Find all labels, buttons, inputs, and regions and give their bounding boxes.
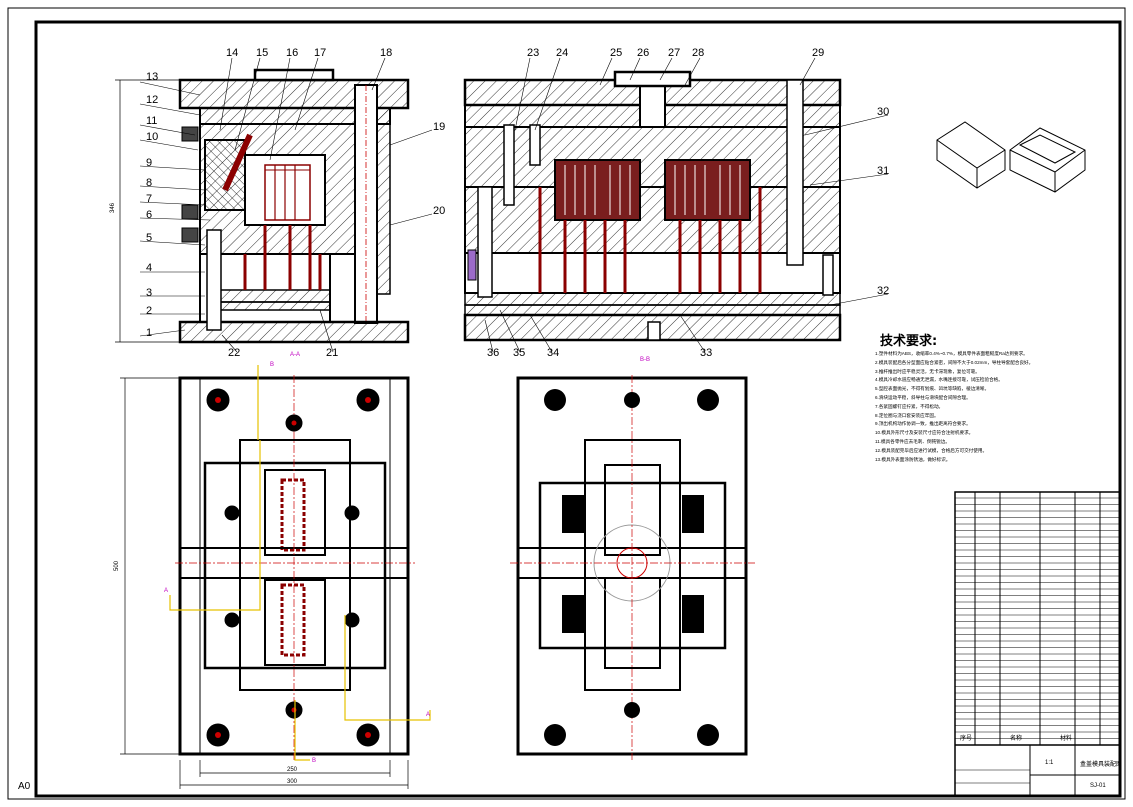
inner-border <box>34 20 1122 798</box>
dim-width-inner: 250 <box>287 767 298 773</box>
section-mark-b1: B <box>270 362 275 368</box>
callout-number: 11 <box>146 115 158 127</box>
callout-number: 20 <box>433 205 446 217</box>
callout-leaders <box>139 57 889 353</box>
dim-length: 500 <box>114 560 121 572</box>
tech-requirement-line: 2.模具装配后各分型面应贴合紧密，间隙不大于0.02mm，导柱导套配合良好。 <box>875 359 1034 365</box>
section-label-bb: B-B <box>640 357 651 363</box>
callout-number: 18 <box>380 47 393 59</box>
tech-requirement-line: 6.滑块运动平稳，斜导柱与滑块配合间隙合理。 <box>875 394 971 400</box>
tech-requirement-line: 11.模具各零件应去毛刺、倒钝锐边。 <box>875 438 950 444</box>
callout-number: 1 <box>146 327 153 339</box>
dim-height: 346 <box>110 202 117 214</box>
plan-view-left <box>175 375 415 760</box>
callout-number: 6 <box>146 209 153 221</box>
section-view-right <box>463 70 842 342</box>
callout-number: 27 <box>668 47 681 59</box>
dim-width-outer: 300 <box>287 779 298 785</box>
tech-requirement-line: 1.塑件材料为ABS，收缩率0.4%~0.7%，模具零件表面粗糙度Ra达到要求。 <box>875 351 1028 356</box>
callout-number: 22 <box>228 347 241 359</box>
callout-number: 5 <box>146 232 153 244</box>
section-mark-a1: A <box>164 588 169 594</box>
section-markers <box>169 365 431 761</box>
callout-number: 31 <box>877 165 890 177</box>
bom-header-material: 材料 <box>1060 736 1073 742</box>
callout-number: 24 <box>556 47 569 59</box>
callout-number: 19 <box>433 121 446 133</box>
tech-requirement-line: 7.各紧固螺钉应拧紧，不得松动。 <box>875 403 944 409</box>
section-view-left <box>178 68 410 344</box>
section-mark-a2: A <box>426 712 431 718</box>
callout-number: 23 <box>527 47 540 59</box>
callout-number: 12 <box>146 94 159 106</box>
callout-number: 10 <box>146 131 159 143</box>
callout-number: 17 <box>314 47 327 59</box>
callout-number: 16 <box>286 47 299 59</box>
callout-number: 13 <box>146 71 159 83</box>
callout-number: 35 <box>513 347 526 359</box>
tech-requirement-line: 4.模具冷却水道应畅通无泄漏，水嘴连接可靠，试压检验合格。 <box>875 377 1003 383</box>
bom-header-index: 序号 <box>960 736 973 742</box>
callout-number: 25 <box>610 47 623 59</box>
callout-number: 30 <box>877 106 890 118</box>
plan-view-right <box>510 375 755 760</box>
callout-number: 15 <box>256 47 269 59</box>
callout-number: 7 <box>146 193 153 205</box>
callout-number: 21 <box>326 347 339 359</box>
outer-border <box>7 7 1126 800</box>
callout-number: 4 <box>146 262 153 274</box>
tech-requirement-line: 10.模具外形尺寸及安装尺寸应符合注射机要求。 <box>875 430 974 436</box>
product-isometric-sketches <box>936 121 1086 193</box>
tech-requirement-line: 12.模具装配完毕后应进行试模，合格后方可交付使用。 <box>875 447 988 453</box>
callout-number: 28 <box>692 47 705 59</box>
callout-number: 9 <box>146 157 153 169</box>
sheet-size-code: A0 <box>18 781 31 792</box>
bom-header-name: 名称 <box>1010 736 1023 742</box>
callout-number: 2 <box>146 305 153 317</box>
tech-requirement-line: 3.推杆推出时应平稳灵活，无卡滞现象，复位可靠。 <box>875 368 980 374</box>
tech-requirement-line: 5.型腔表面抛光，不得有划痕、凹坑等缺陷，棱边清晰。 <box>875 386 990 392</box>
tech-requirement-line: 8.定位圈与浇口套安装应牢固。 <box>875 412 939 418</box>
tech-requirements-list: 1.塑件材料为ABS，收缩率0.4%~0.7%，模具零件表面粗糙度Ra达到要求。… <box>875 350 1120 464</box>
tech-requirement-line: 13.模具外表面涂防锈油，做好标识。 <box>875 456 951 462</box>
callout-number: 29 <box>812 47 825 59</box>
callout-number: 34 <box>547 347 560 359</box>
callout-number: 36 <box>487 347 500 359</box>
callout-number: 3 <box>146 287 153 299</box>
callout-number: 26 <box>637 47 650 59</box>
drawing-number: SJ-01 <box>1090 783 1106 789</box>
tech-requirements-title: 技术要求: <box>880 334 938 349</box>
section-mark-b2: B <box>312 758 317 764</box>
callout-number: 33 <box>700 347 713 359</box>
callout-number: 14 <box>226 47 239 59</box>
section-label-aa: A-A <box>290 352 301 358</box>
callout-number: 32 <box>877 285 890 297</box>
drawing-ratio: 1:1 <box>1045 760 1054 766</box>
bom-table <box>954 491 1121 797</box>
tech-requirement-line: 9.顶出机构动作协调一致，推出距离符合要求。 <box>875 421 971 427</box>
drawing-name: 盒盖模具装配图 <box>1080 762 1123 768</box>
callout-number: 8 <box>146 177 153 189</box>
dimension-lines <box>115 79 409 789</box>
